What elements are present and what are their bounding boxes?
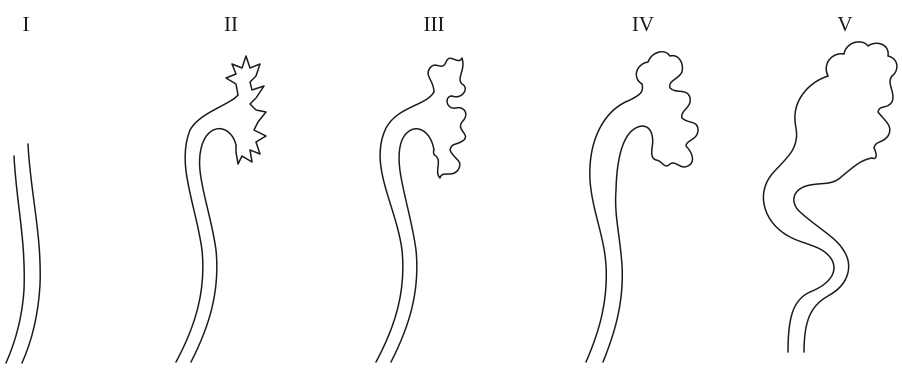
renal-pelvis-calyces <box>826 42 897 159</box>
ureter-right-wall <box>22 144 40 363</box>
ureter-left-wall <box>6 156 24 363</box>
panel-grade-1: I <box>6 12 40 363</box>
ureter-inner-wall <box>391 129 434 362</box>
panel-label-grade-3: III <box>424 12 445 36</box>
panel-grade-4: IV <box>586 12 698 362</box>
panel-label-grade-1: I <box>23 12 30 36</box>
panel-grade-5: V <box>763 12 897 352</box>
panel-label-grade-4: IV <box>632 12 654 36</box>
panel-grade-3: III <box>376 12 466 362</box>
panel-label-grade-2: II <box>224 12 238 36</box>
renal-pelvis-calyces <box>428 58 466 178</box>
ureter-inner-wall <box>191 129 236 362</box>
ureter-outer-wall <box>763 76 834 352</box>
panel-label-grade-5: V <box>837 12 852 36</box>
ureter-inner-wall <box>603 126 653 362</box>
renal-pelvis-calyces <box>226 56 266 164</box>
ureter-inner-wall <box>794 158 872 352</box>
ureter-outer-wall <box>586 84 643 362</box>
renal-pelvis-calyces <box>636 52 698 167</box>
panel-grade-2: II <box>176 12 266 362</box>
